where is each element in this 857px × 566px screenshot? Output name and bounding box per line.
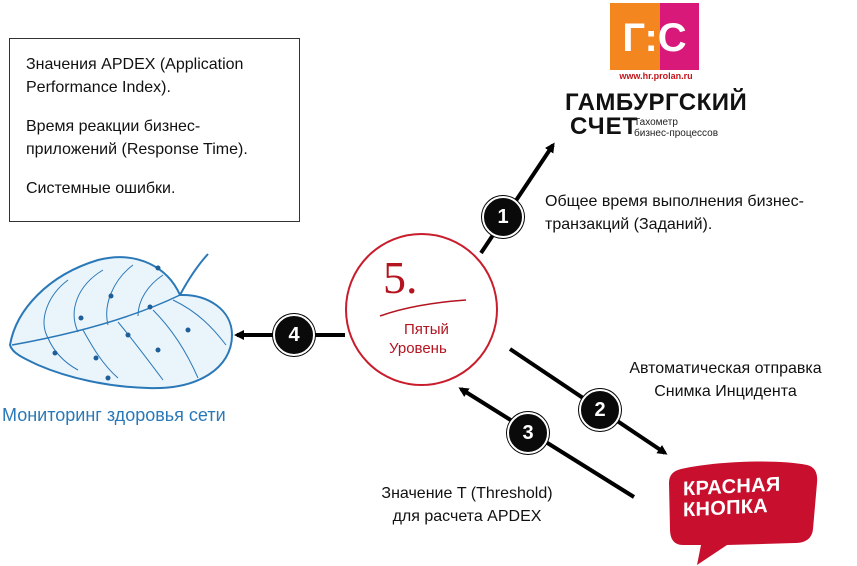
red-button-logo <box>669 461 818 565</box>
arrow-3 <box>458 387 636 499</box>
gs-subtitle: Тахометр бизнес-процессов <box>634 117 718 139</box>
step1-caption: Общее время выполнения бизнес- транзакци… <box>545 190 804 236</box>
level5-text-line2: Уровень <box>389 340 447 357</box>
level5-logo <box>345 233 498 386</box>
info-box: Значения APDEX (Application Performance … <box>9 38 300 222</box>
leaf-caption: Мониторинг здоровья сети <box>2 405 226 425</box>
info-line-response-time: Время реакции бизнес-приложений (Respons… <box>26 118 248 158</box>
level5-digit: 5. <box>383 252 418 303</box>
gs-subtitle-line2: бизнес-процессов <box>634 128 719 139</box>
step-badge-3: 3 <box>507 412 549 454</box>
step2-caption-line2: Снимка Инцидента <box>654 383 797 400</box>
gs-subtitle-line1: Тахометр <box>634 117 678 128</box>
gs-url: www.hr.prolan.ru <box>619 71 693 81</box>
step2-caption: Автоматическая отправка Снимка Инцидента <box>608 357 843 403</box>
step-badge-4: 4 <box>273 314 315 356</box>
leaf-icon <box>8 253 234 390</box>
info-line-apdex: Значения APDEX (Application Performance … <box>26 56 244 96</box>
gs-title-line1: ГАМБУРГСКИЙ <box>565 89 748 116</box>
step3-caption-line1: Значение T (Threshold) <box>381 485 553 502</box>
gs-mark-text: Г:С <box>622 16 686 60</box>
gs-title-line2: СЧЕТ <box>570 113 639 140</box>
step1-caption-line1: Общее время выполнения бизнес- <box>545 193 804 210</box>
level5-text-line1: Пятый <box>404 321 449 338</box>
step1-caption-line2: транзакций (Заданий). <box>545 216 713 233</box>
gs-logo-mark: Г:С <box>610 3 699 70</box>
step2-caption-line1: Автоматическая отправка <box>629 360 822 377</box>
step3-caption: Значение T (Threshold) для расчета APDEX <box>358 482 576 528</box>
level5-swoosh <box>379 299 467 317</box>
red-button-text: КРАСНАЯ КНОПКА <box>683 473 781 521</box>
info-line-errors: Системные ошибки. <box>26 180 176 197</box>
step-badge-2: 2 <box>579 389 621 431</box>
step3-caption-line2: для расчета APDEX <box>392 508 542 525</box>
step-badge-1: 1 <box>482 196 524 238</box>
